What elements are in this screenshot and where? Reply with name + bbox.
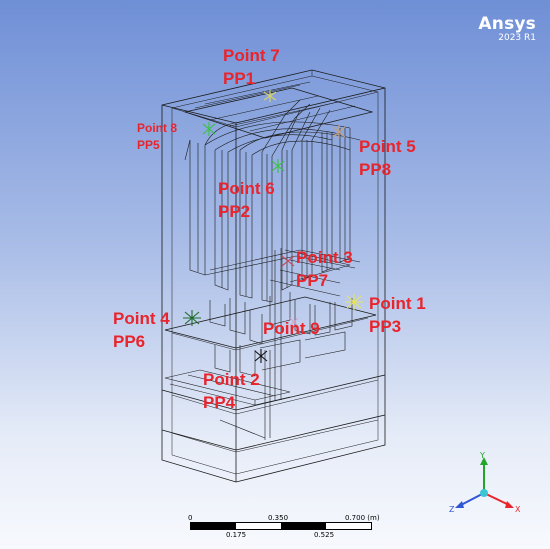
point-2-label: Point 2 PP4 xyxy=(203,370,260,412)
scale-tick-0350: 0.350 xyxy=(268,514,289,522)
point-3-label: Point 3 PP7 xyxy=(296,248,353,290)
point-8-label: Point 8 PP5 xyxy=(137,121,178,152)
x-axis-arrow xyxy=(505,501,514,508)
marker-point-5 xyxy=(332,125,346,139)
scale-tick-0: 0 xyxy=(188,514,193,522)
scale-bar: 0 0.350 0.700 (m) 0.175 0.525 xyxy=(188,514,385,544)
marker-point-6 xyxy=(271,159,285,173)
point-9-label: Point 9 xyxy=(263,319,320,338)
triad-origin xyxy=(480,489,488,497)
point-4-label: Point 4 PP6 xyxy=(113,309,170,351)
point-1-label: Point 1 PP3 xyxy=(369,294,426,336)
scale-tick-0175: 0.175 xyxy=(226,531,247,539)
marker-point-9 xyxy=(289,317,299,327)
x-axis-line xyxy=(483,492,510,506)
brand-name: Ansys xyxy=(478,14,536,34)
marker-point-3 xyxy=(281,255,295,267)
axis-triad[interactable]: Y X Z xyxy=(447,450,527,520)
z-axis-label: Z xyxy=(449,505,455,514)
scale-tick-0700: 0.700 (m) xyxy=(345,514,380,522)
scale-bar-segments xyxy=(190,522,372,530)
brand-version: 2023 R1 xyxy=(498,33,536,43)
marker-point-7 xyxy=(263,90,277,102)
point-5-label: Point 5 PP8 xyxy=(359,137,416,179)
marker-point-4 xyxy=(183,310,201,326)
point-7-label: Point 7 PP1 xyxy=(223,46,280,88)
marker-point-2 xyxy=(254,349,268,363)
y-axis-label: Y xyxy=(479,451,485,460)
marker-point-8 xyxy=(202,122,216,136)
y-axis-arrow xyxy=(480,457,488,465)
z-axis-line xyxy=(460,492,485,506)
point-6-label: Point 6 PP2 xyxy=(218,179,275,221)
scale-tick-0525: 0.525 xyxy=(314,531,335,539)
marker-point-1 xyxy=(345,294,363,310)
z-axis-arrow xyxy=(455,501,464,508)
x-axis-label: X xyxy=(515,505,521,514)
ansys-logo: Ansys 2023 R1 xyxy=(478,14,536,43)
